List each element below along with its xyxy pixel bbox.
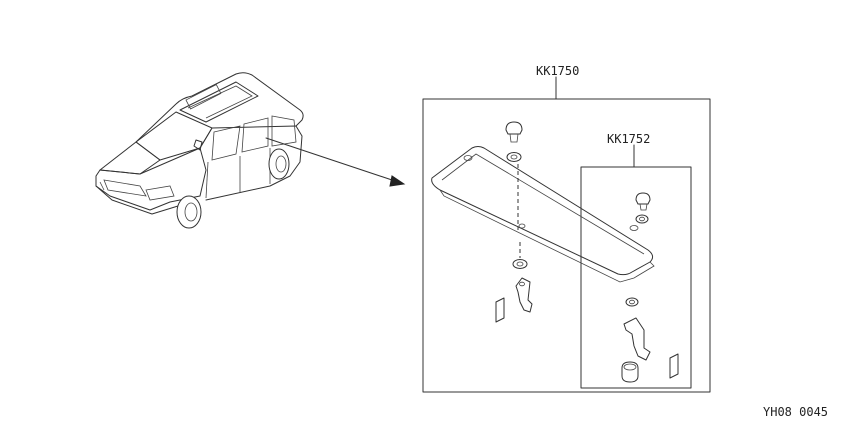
bracket-lower-right (621, 297, 679, 383)
clip-upper-left (505, 121, 523, 230)
clip-upper-right (635, 192, 651, 224)
label-kk1752: KK1752 (607, 132, 650, 146)
vehicle-drawing (95, 72, 304, 229)
assembly-frame-kk1750: KK1750 (422, 64, 711, 393)
assembly-frame-kk1752: KK1752 (580, 132, 692, 389)
drawing-code: YH08 0045 (763, 405, 828, 419)
spoiler-part (431, 146, 655, 283)
label-kk1750: KK1750 (536, 64, 579, 78)
pointer-arrow (265, 137, 406, 187)
bracket-lower-left (495, 242, 533, 323)
